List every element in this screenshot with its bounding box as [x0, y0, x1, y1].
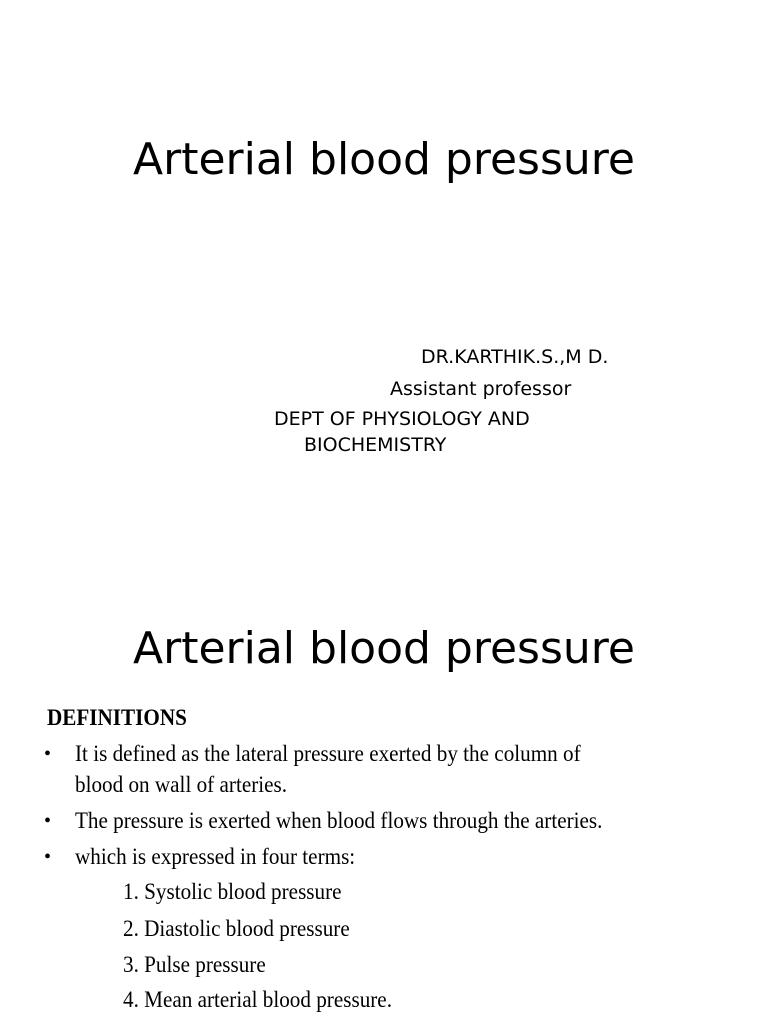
- bullet-text: which is expressed in four terms:: [75, 844, 356, 870]
- bullet-icon: •: [44, 846, 52, 868]
- department-line-1: DEPT OF PHYSIOLOGY AND: [274, 408, 530, 430]
- term-item: 3. Pulse pressure: [123, 952, 266, 978]
- department-line-2: BIOCHEMISTRY: [304, 434, 447, 456]
- author-name: DR.KARTHIK.S.,M D.: [421, 346, 609, 368]
- slide-title: Arterial blood pressure: [133, 134, 635, 185]
- bullet-text: blood on wall of arteries.: [75, 772, 288, 798]
- section-heading: DEFINITIONS: [47, 705, 187, 731]
- author-position: Assistant professor: [390, 378, 572, 400]
- term-item: 2. Diastolic blood pressure: [123, 916, 350, 942]
- bullet-icon: •: [44, 743, 52, 765]
- slide-title: Arterial blood pressure: [133, 623, 635, 674]
- bullet-icon: •: [44, 810, 52, 832]
- bullet-text: The pressure is exerted when blood flows…: [75, 808, 603, 834]
- term-item: 4. Mean arterial blood pressure.: [123, 987, 392, 1013]
- term-item: 1. Systolic blood pressure: [123, 879, 342, 905]
- bullet-text: It is defined as the lateral pressure ex…: [75, 741, 581, 767]
